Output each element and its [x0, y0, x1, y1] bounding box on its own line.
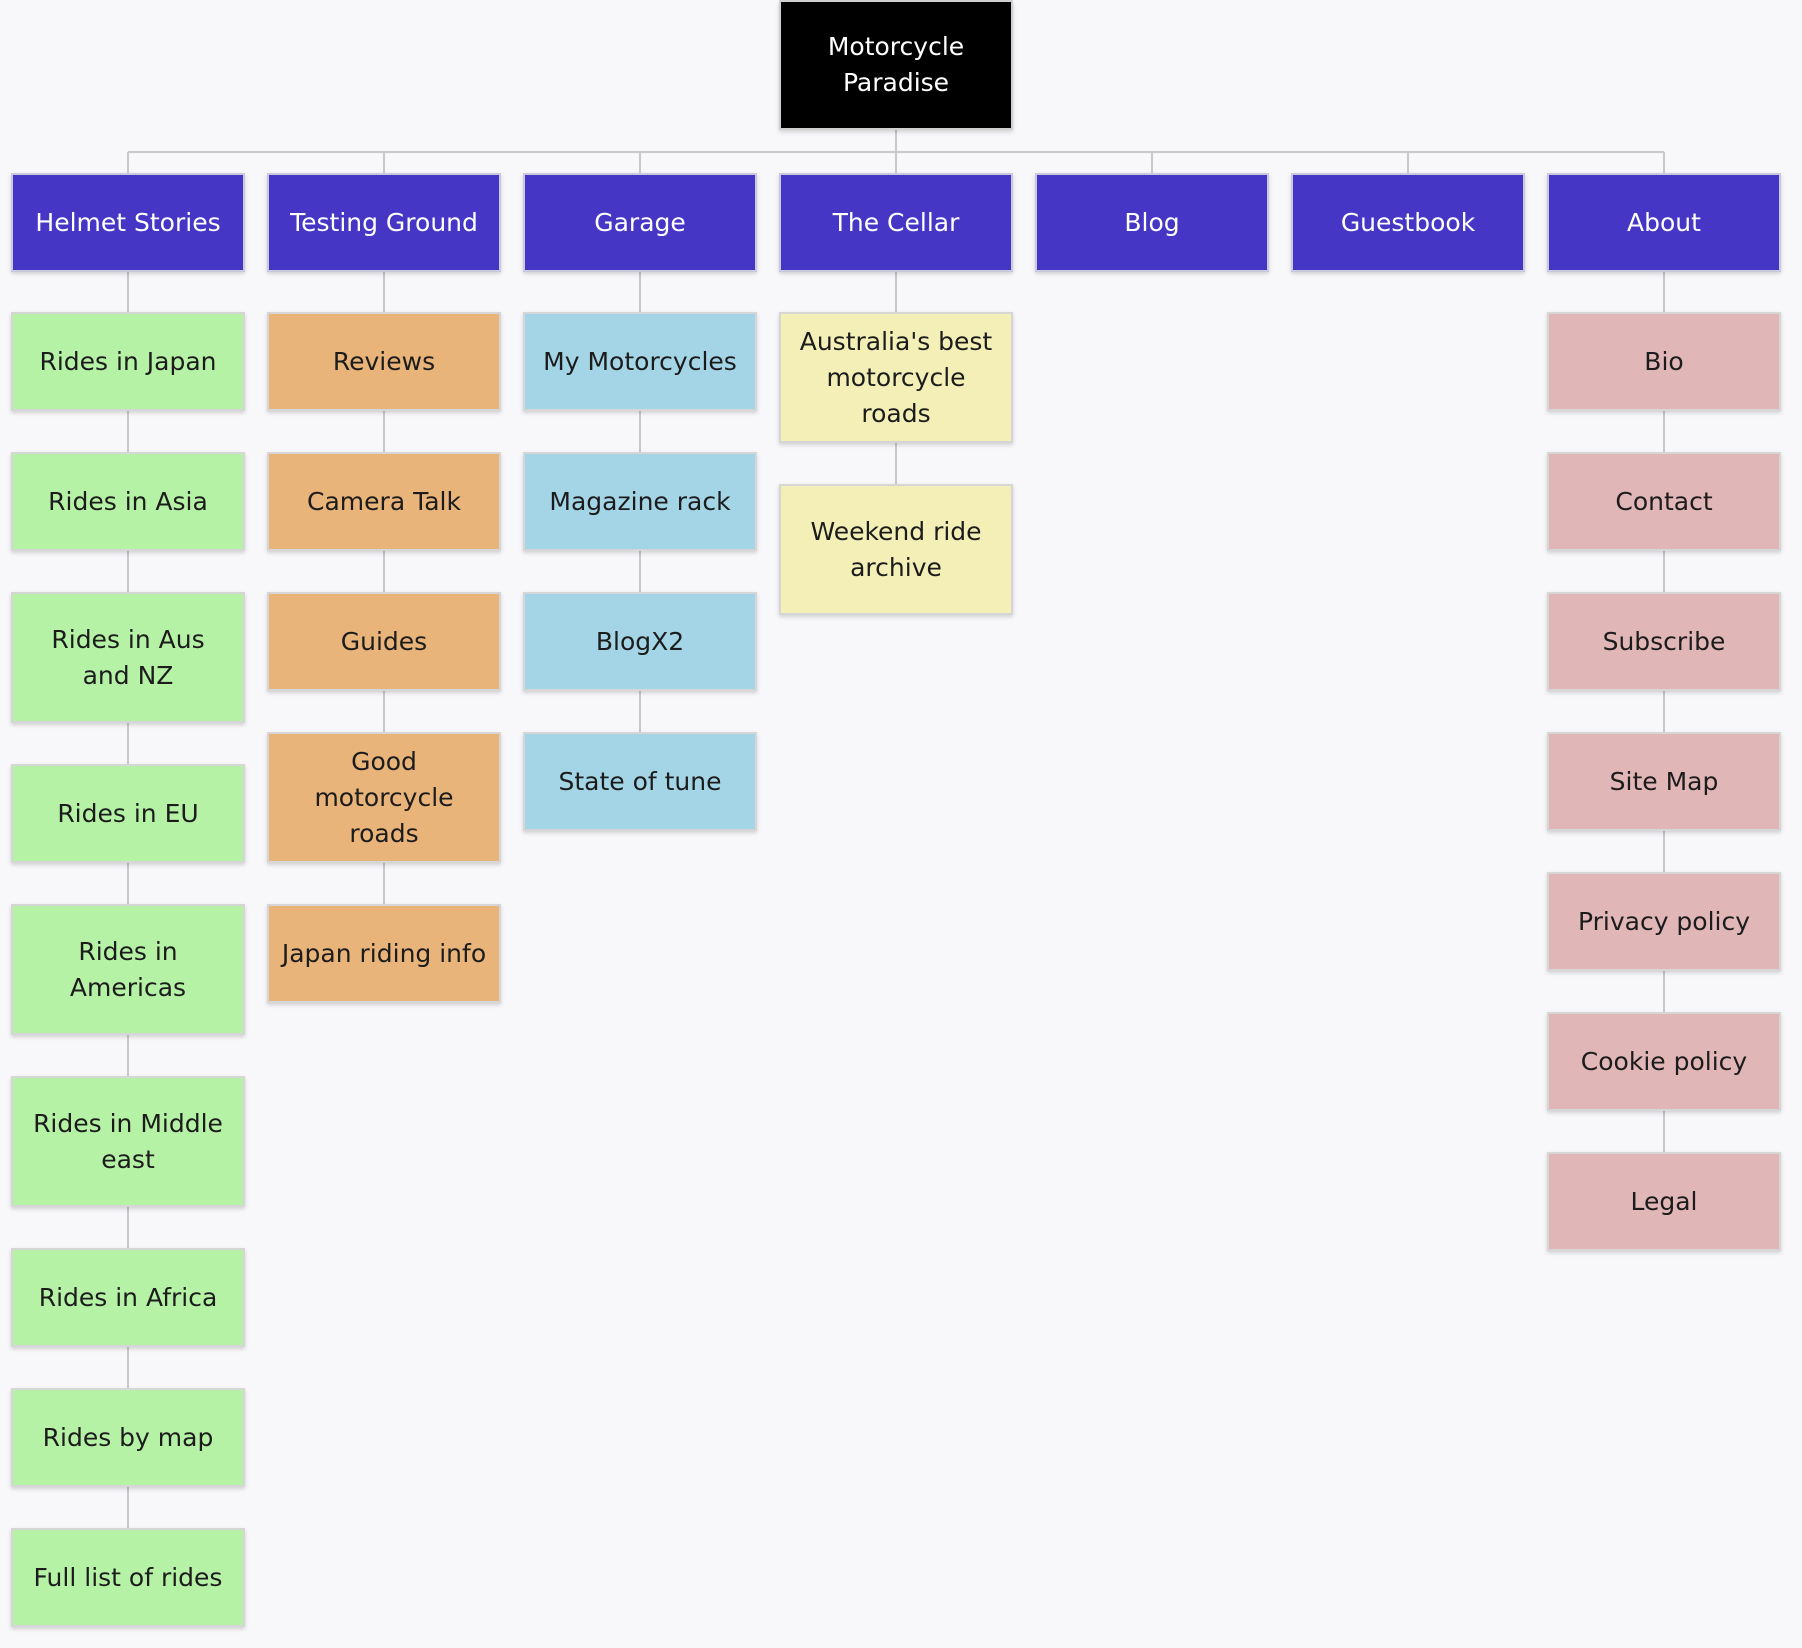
page-weekend-ride-archive[interactable]: Weekend ride archive	[779, 484, 1013, 615]
page-label: Cookie policy	[1580, 1046, 1748, 1076]
category-label: Blog	[1124, 207, 1180, 237]
category-testing-ground[interactable]: Testing Ground	[267, 173, 501, 272]
page-label: BlogX2	[595, 626, 685, 656]
page-label: Australia's best motorcycle roads	[799, 326, 993, 428]
category-helmet-stories[interactable]: Helmet Stories	[11, 173, 245, 272]
page-label: Legal	[1630, 1186, 1698, 1216]
root-label: Motorcycle Paradise	[827, 32, 965, 97]
page-rides-by-map[interactable]: Rides by map	[11, 1388, 245, 1487]
page-legal[interactable]: Legal	[1547, 1152, 1781, 1251]
page-rides-in-asia[interactable]: Rides in Asia	[11, 452, 245, 551]
page-label: Full list of rides	[33, 1562, 223, 1592]
page-label: Contact	[1615, 486, 1713, 516]
page-label: Subscribe	[1602, 626, 1726, 656]
page-good-motorcycle-roads[interactable]: Good motorcycle roads	[267, 732, 501, 863]
root-node[interactable]: Motorcycle Paradise	[779, 0, 1013, 130]
category-label: The Cellar	[832, 207, 960, 237]
page-bio[interactable]: Bio	[1547, 312, 1781, 411]
page-label: Guides	[340, 626, 428, 656]
page-reviews[interactable]: Reviews	[267, 312, 501, 411]
page-label: State of tune	[558, 766, 722, 796]
page-label: Rides in EU	[57, 798, 199, 828]
page-label: Weekend ride archive	[810, 516, 982, 582]
page-australias-best-motorcycle-roads[interactable]: Australia's best motorcycle roads	[779, 312, 1013, 443]
page-state-of-tune[interactable]: State of tune	[523, 732, 757, 831]
page-rides-in-africa[interactable]: Rides in Africa	[11, 1248, 245, 1347]
page-label: Camera Talk	[307, 486, 461, 516]
page-japan-riding-info[interactable]: Japan riding info	[267, 904, 501, 1003]
page-blogx2[interactable]: BlogX2	[523, 592, 757, 691]
page-privacy-policy[interactable]: Privacy policy	[1547, 872, 1781, 971]
page-my-motorcycles[interactable]: My Motorcycles	[523, 312, 757, 411]
page-rides-in-aus-and-nz[interactable]: Rides in Aus and NZ	[11, 592, 245, 723]
page-contact[interactable]: Contact	[1547, 452, 1781, 551]
page-label: Rides by map	[42, 1422, 214, 1452]
category-garage[interactable]: Garage	[523, 173, 757, 272]
page-label: Rides in Japan	[39, 346, 217, 376]
page-rides-in-japan[interactable]: Rides in Japan	[11, 312, 245, 411]
page-subscribe[interactable]: Subscribe	[1547, 592, 1781, 691]
page-label: Rides in Africa	[38, 1282, 218, 1312]
page-rides-in-americas[interactable]: Rides in Americas	[11, 904, 245, 1035]
page-label: My Motorcycles	[543, 346, 737, 376]
page-cookie-policy[interactable]: Cookie policy	[1547, 1012, 1781, 1111]
page-label: Rides in Americas	[69, 936, 187, 1002]
category-label: Helmet Stories	[35, 207, 221, 237]
page-label: Bio	[1644, 346, 1684, 376]
page-rides-in-middle-east[interactable]: Rides in Middle east	[11, 1076, 245, 1207]
page-label: Site Map	[1609, 766, 1719, 796]
page-label: Japan riding info	[281, 938, 487, 968]
page-label: Good motorcycle roads	[314, 746, 454, 848]
page-label: Reviews	[332, 346, 436, 376]
page-label: Rides in Middle east	[33, 1108, 223, 1174]
page-rides-in-eu[interactable]: Rides in EU	[11, 764, 245, 863]
category-label: Testing Ground	[290, 207, 478, 237]
page-magazine-rack[interactable]: Magazine rack	[523, 452, 757, 551]
page-full-list-of-rides[interactable]: Full list of rides	[11, 1528, 245, 1627]
page-guides[interactable]: Guides	[267, 592, 501, 691]
category-the-cellar[interactable]: The Cellar	[779, 173, 1013, 272]
category-label: About	[1627, 207, 1701, 237]
page-camera-talk[interactable]: Camera Talk	[267, 452, 501, 551]
category-label: Garage	[594, 207, 686, 237]
category-about[interactable]: About	[1547, 173, 1781, 272]
category-blog[interactable]: Blog	[1035, 173, 1269, 272]
page-label: Magazine rack	[549, 486, 731, 516]
page-label: Rides in Aus and NZ	[51, 624, 205, 690]
page-site-map[interactable]: Site Map	[1547, 732, 1781, 831]
page-label: Rides in Asia	[48, 486, 208, 516]
page-label: Privacy policy	[1577, 906, 1751, 936]
category-label: Guestbook	[1340, 207, 1476, 237]
category-guestbook[interactable]: Guestbook	[1291, 173, 1525, 272]
